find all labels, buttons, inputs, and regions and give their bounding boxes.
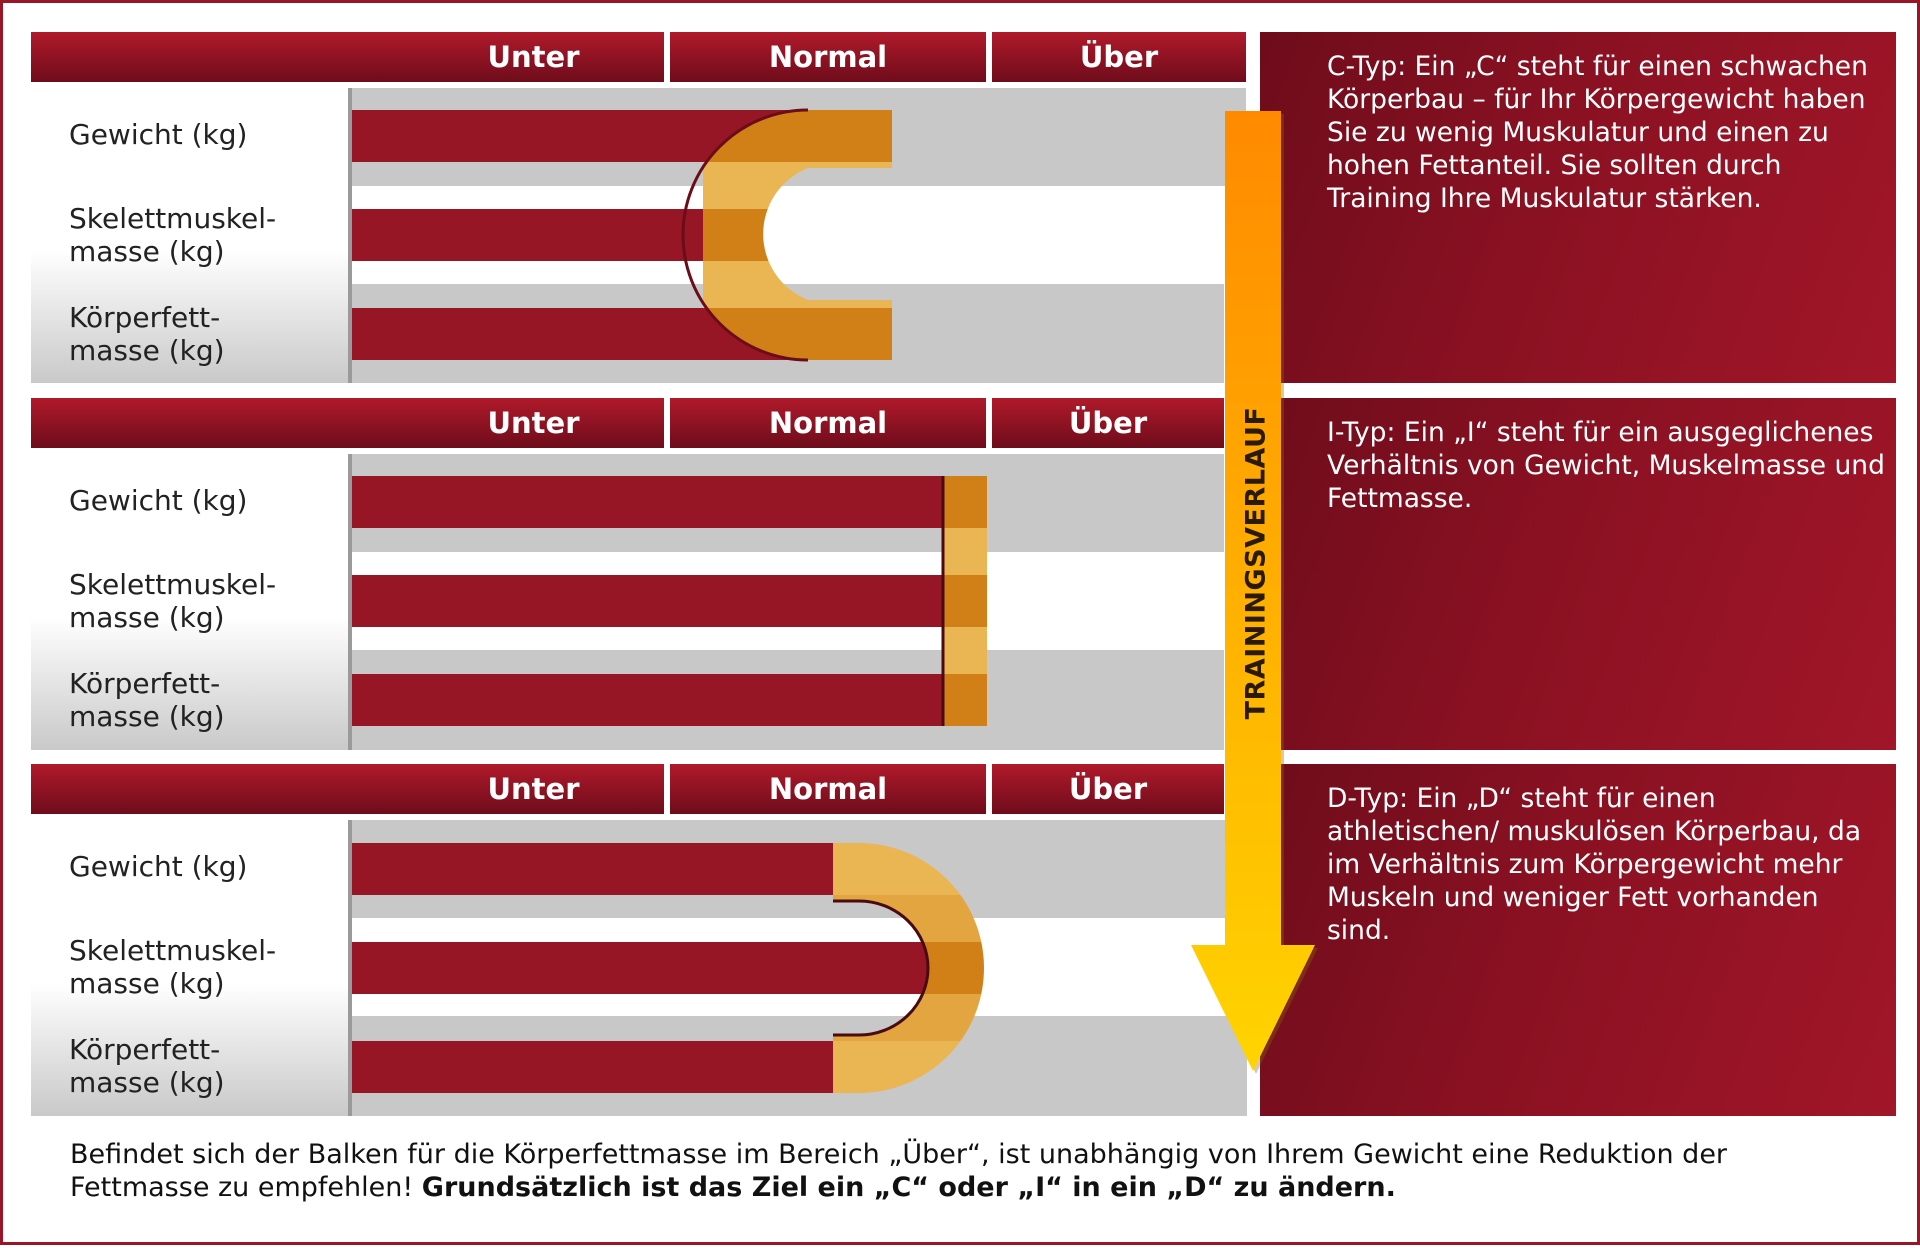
bar-fat: [352, 674, 942, 726]
footnote: Befindet sich der Balken für die Körperf…: [70, 1138, 1870, 1204]
label-muscle-2: masse (kg): [69, 235, 225, 268]
header-under-label: Unter: [487, 406, 580, 440]
label-weight: Gewicht (kg): [69, 484, 248, 517]
description-d: D-Typ: Ein „D“ steht für einen athletisc…: [1327, 783, 1862, 946]
bar-weight: [352, 843, 833, 895]
header-under-label: Unter: [487, 40, 580, 74]
row-labels-panel: Gewicht (kg) Skelettmuskel- masse (kg) K…: [31, 454, 349, 750]
label-fat-1: Körperfett-: [69, 301, 221, 334]
header-under: Unter: [31, 398, 664, 448]
label-divider: [348, 454, 352, 750]
arrow-label: TRAININGSVERLAUF: [1240, 406, 1272, 720]
label-divider: [348, 88, 352, 383]
bar-fat: [352, 1041, 833, 1093]
header-over: Über: [992, 398, 1224, 448]
label-fat-2: masse (kg): [69, 700, 225, 733]
label-muscle-2: masse (kg): [69, 601, 225, 634]
label-muscle-2: masse (kg): [69, 967, 225, 1000]
header-under: Unter: [31, 32, 664, 82]
down-arrow-icon: [1191, 111, 1318, 1074]
header-normal-label: Normal: [768, 406, 888, 440]
description-i: I-Typ: Ein „I“ steht für ein ausgegliche…: [1327, 417, 1885, 514]
label-muscle-1: Skelettmuskel-: [69, 934, 277, 967]
d-shape-marker: [833, 843, 984, 1093]
i-shape-marker: [941, 476, 987, 726]
header-normal: Normal: [670, 764, 986, 814]
label-weight: Gewicht (kg): [69, 850, 248, 883]
bar-muscle: [352, 575, 942, 627]
header-over: Über: [992, 764, 1224, 814]
header-normal: Normal: [670, 398, 986, 448]
label-muscle-1: Skelettmuskel-: [69, 202, 277, 235]
bar-muscle: [352, 942, 933, 994]
description-panel-i: I-Typ: Ein „I“ steht für ein ausgegliche…: [1260, 398, 1896, 750]
label-weight: Gewicht (kg): [69, 118, 248, 151]
label-fat-1: Körperfett-: [69, 667, 221, 700]
header-over: Über: [992, 32, 1246, 82]
description-panel-c: C-Typ: Ein „C“ steht für einen schwachen…: [1260, 32, 1896, 383]
footnote-bold-text: Grundsätzlich ist das Ziel ein „C“ oder …: [421, 1172, 1396, 1203]
row-labels-panel: Gewicht (kg) Skelettmuskel- masse (kg) K…: [31, 88, 349, 383]
bar-muscle: [352, 209, 742, 261]
label-divider: [348, 820, 352, 1116]
row-labels-panel: Gewicht (kg) Skelettmuskel- masse (kg) K…: [31, 820, 349, 1116]
bar-weight: [352, 476, 942, 528]
footnote-text: Befindet sich der Balken für die Körperf…: [70, 1139, 1728, 1203]
header-normal-label: Normal: [768, 40, 888, 74]
header-over-label: Über: [1079, 40, 1159, 74]
label-fat-2: masse (kg): [69, 334, 225, 367]
c-shape-marker: [681, 108, 892, 362]
header-normal: Normal: [670, 32, 986, 82]
header-over-label: Über: [1068, 406, 1148, 440]
label-fat-1: Körperfett-: [69, 1033, 221, 1066]
label-muscle-1: Skelettmuskel-: [69, 568, 277, 601]
header-normal-label: Normal: [768, 772, 888, 806]
description-c: C-Typ: Ein „C“ steht für einen schwachen…: [1327, 51, 1868, 214]
description-panel-d: D-Typ: Ein „D“ steht für einen athletisc…: [1260, 764, 1896, 1116]
header-under-label: Unter: [487, 772, 580, 806]
header-over-label: Über: [1068, 772, 1148, 806]
label-fat-2: masse (kg): [69, 1066, 225, 1099]
header-under: Unter: [31, 764, 664, 814]
